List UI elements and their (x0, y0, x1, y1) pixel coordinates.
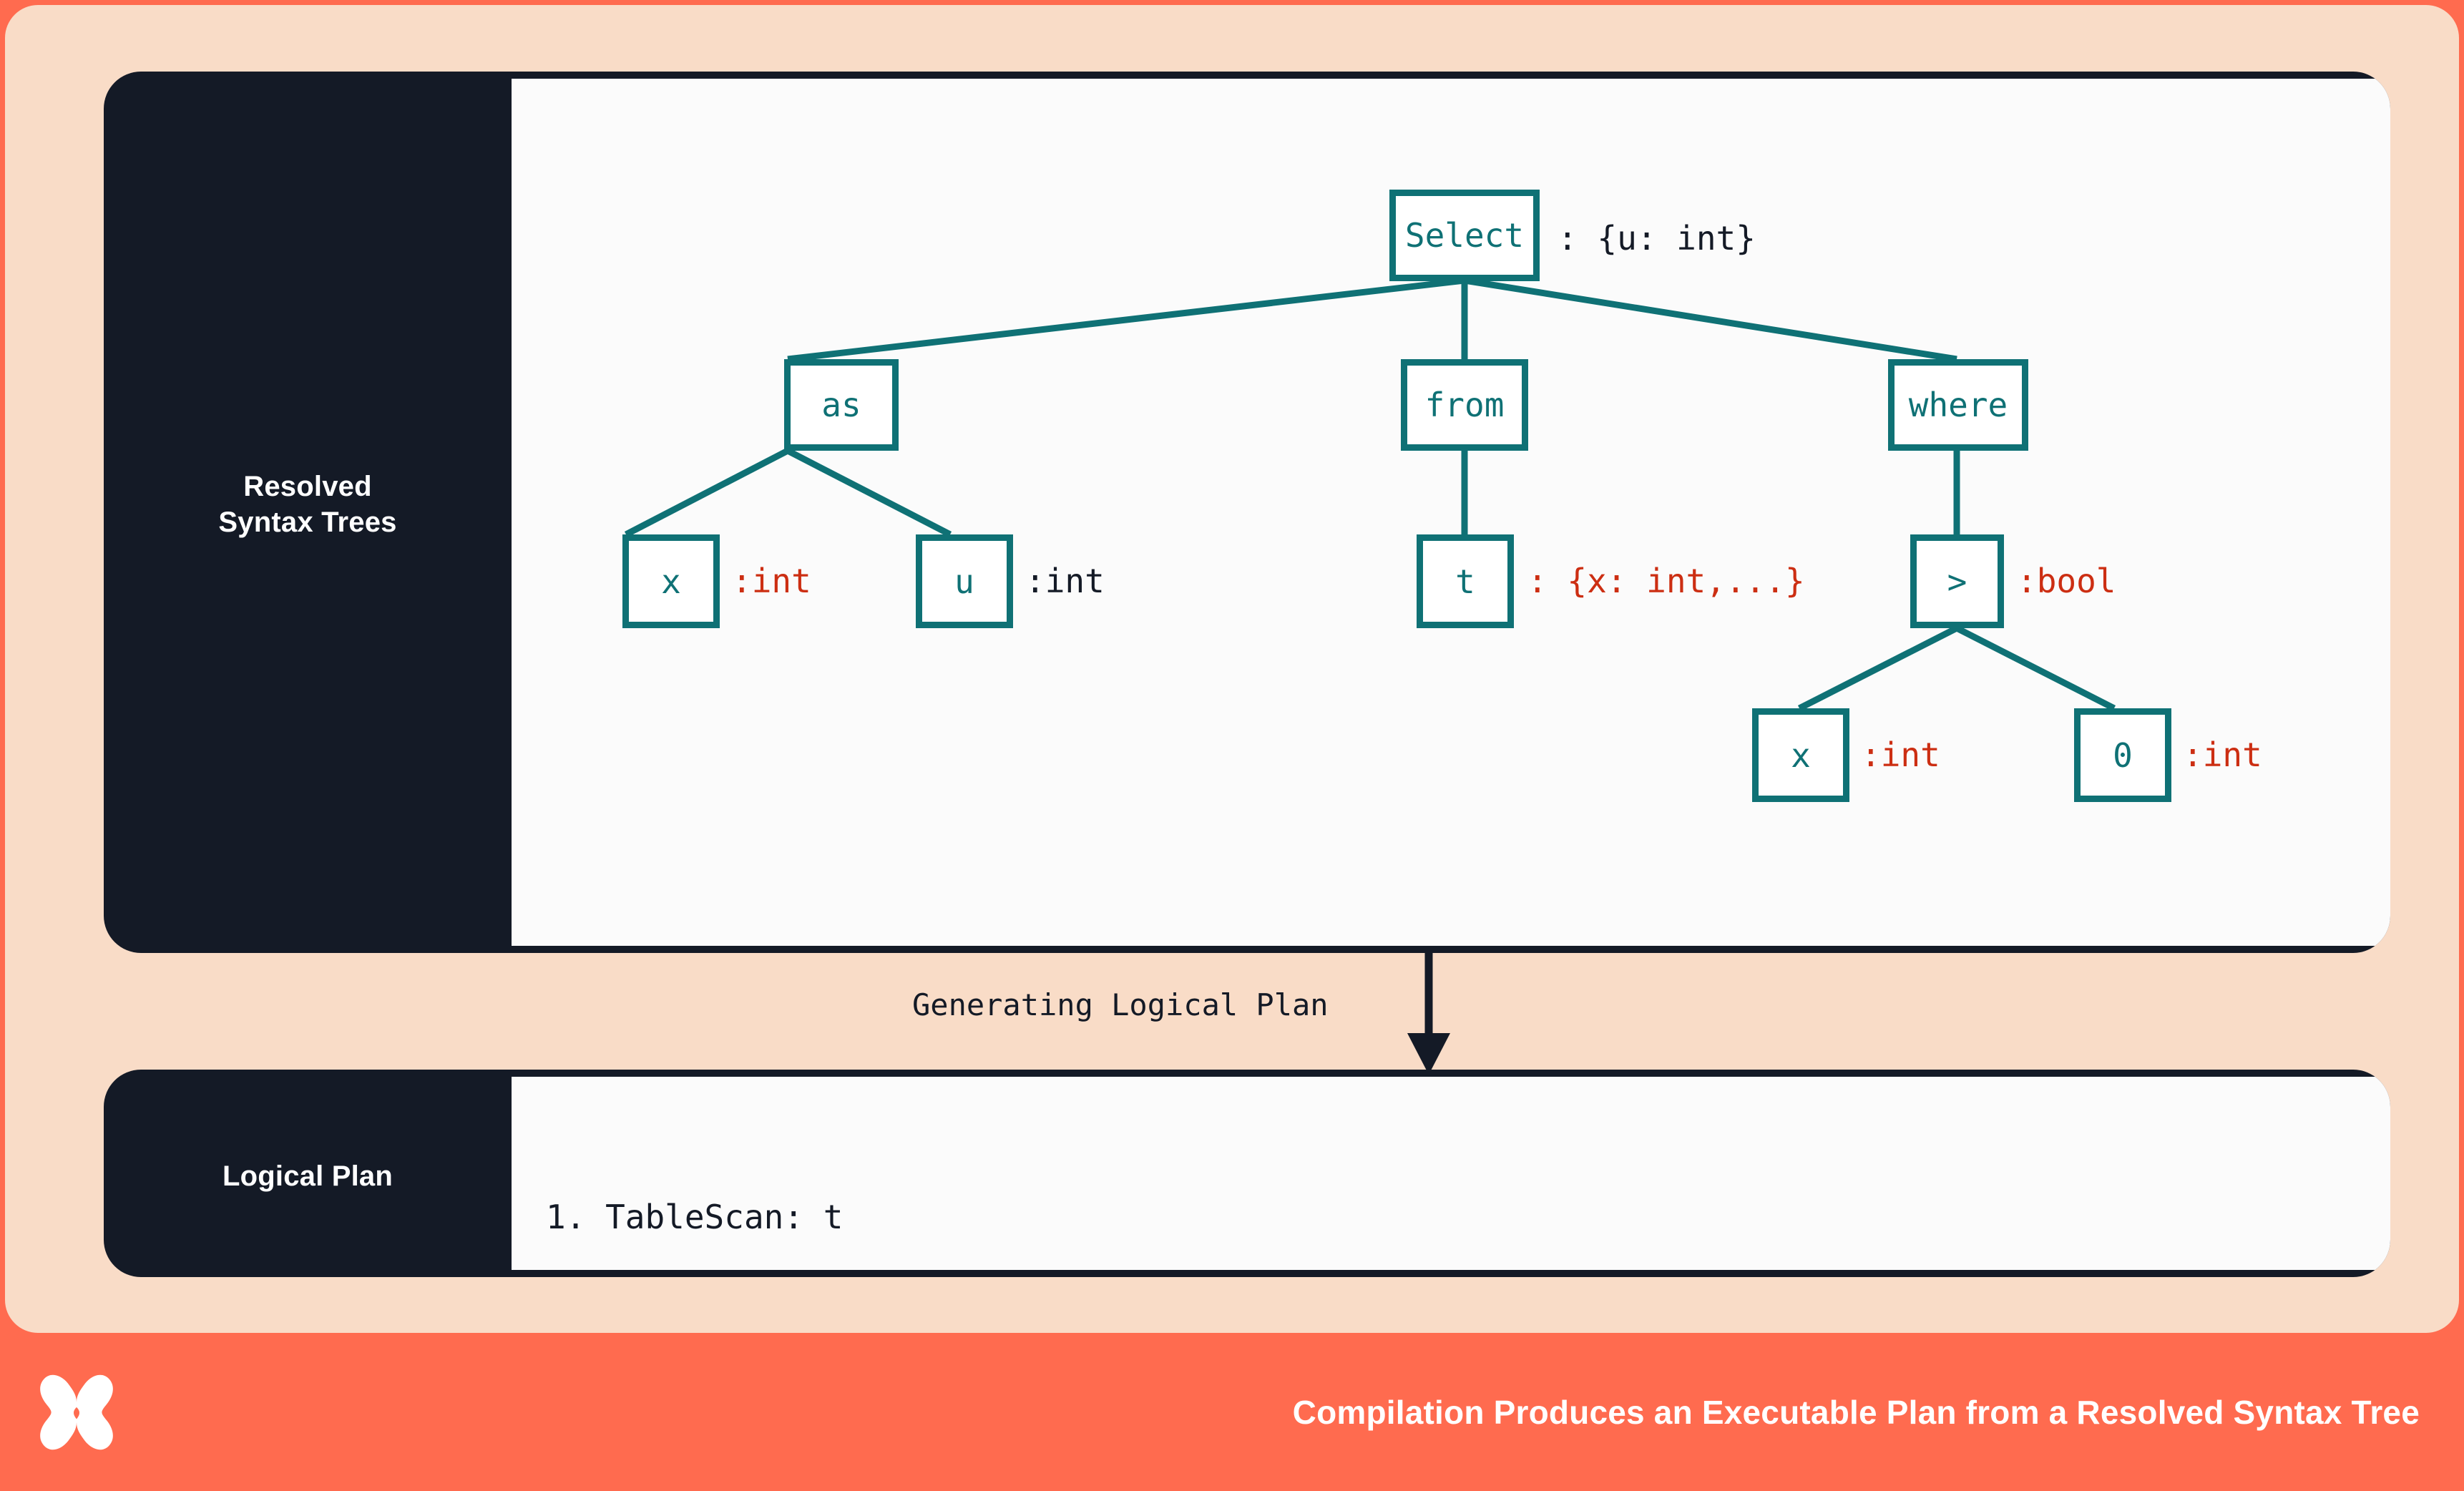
tree-node-from[interactable]: from (1401, 359, 1528, 451)
tree-annotation-greater-than: :bool (2017, 562, 2116, 600)
footer-bar: Compilation Produces an Executable Plan … (0, 1333, 2464, 1491)
footer-caption: Compilation Produces an Executable Plan … (1292, 1393, 2420, 1431)
tree-annotation-gt-x: :int (1861, 735, 1940, 774)
resolved-syntax-trees-panel: Resolved Syntax Trees (104, 72, 2390, 953)
transition-arrow-group: Generating Logical Plan (5, 953, 2459, 1075)
resolved-syntax-trees-label-line1: Resolved (243, 471, 372, 502)
logical-plan-step-1: 1. TableScan: t (546, 1197, 844, 1236)
tree-node-gt-zero[interactable]: 0 (2074, 708, 2171, 802)
tree-node-from-t[interactable]: t (1417, 534, 1514, 628)
logical-plan-body: 1. TableScan: t 2. Filter: t.x > 0 3. Pr… (512, 1077, 2390, 1270)
tree-annotation-as-x: :int (732, 562, 811, 600)
resolved-syntax-trees-label: Resolved Syntax Trees (104, 469, 512, 540)
syntax-tree-canvas: Select : {u: int} as from where x :int u… (512, 79, 2390, 946)
butterfly-x-logo-icon (40, 1374, 113, 1450)
logical-plan-steps: 1. TableScan: t 2. Filter: t.x > 0 3. Pr… (546, 1104, 1002, 1277)
tree-node-as-u[interactable]: u (916, 534, 1013, 628)
tree-node-as[interactable]: as (784, 359, 899, 451)
down-arrow-icon (1407, 953, 1450, 1075)
tree-node-where[interactable]: where (1888, 359, 2028, 451)
tree-annotation-from-t: : {x: int,...} (1527, 562, 1805, 600)
peach-backdrop: Resolved Syntax Trees (5, 5, 2459, 1333)
tree-annotation-as-u: :int (1025, 562, 1105, 600)
logical-plan-label: Logical Plan (222, 1160, 393, 1192)
tree-annotation-select: : {u: int} (1558, 219, 1756, 258)
tree-annotation-gt-zero: :int (2183, 735, 2262, 774)
tree-node-as-x[interactable]: x (622, 534, 720, 628)
resolved-syntax-trees-label-line2: Syntax Trees (218, 506, 397, 538)
tree-node-greater-than[interactable]: > (1910, 534, 2004, 628)
tree-node-select[interactable]: Select (1389, 190, 1540, 281)
logical-plan-panel: Logical Plan 1. TableScan: t 2. Filter: … (104, 1070, 2390, 1277)
tree-edges (624, 277, 2116, 712)
transition-caption: Generating Logical Plan (912, 987, 1329, 1022)
tree-node-gt-x[interactable]: x (1752, 708, 1849, 802)
